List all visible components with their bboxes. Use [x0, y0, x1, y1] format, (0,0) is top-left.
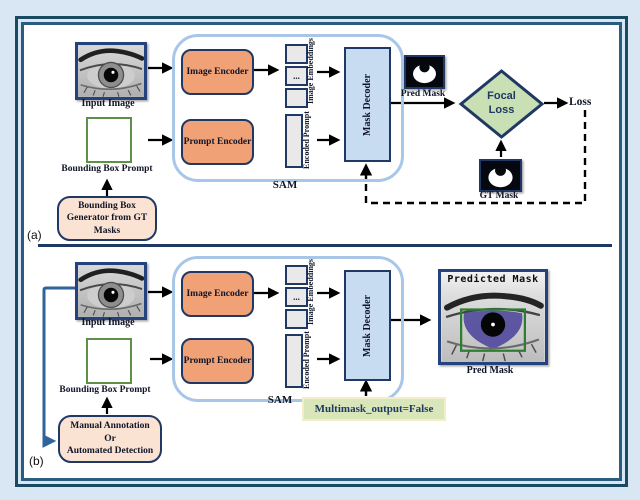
bounding-box-prompt-label-a: Bounding Box Prompt [61, 164, 153, 174]
embedding-cell [285, 44, 308, 64]
image-encoder-label-b: Image Encoder [186, 289, 249, 299]
multimask-output-box: Multimask_output=False [302, 397, 446, 421]
sam-label-b: SAM [267, 394, 293, 406]
image-embeddings-label-b: Image Embeddings [306, 258, 315, 325]
bbox-generator-line2: Generator from GT [66, 213, 148, 224]
embedding-cell-dots: ... [285, 66, 308, 86]
pred-mask-image-a [404, 55, 445, 89]
input-image-label-a: Input Image [81, 98, 135, 109]
gt-mask-image [479, 159, 522, 192]
input-image-label-b: Input Image [81, 317, 135, 328]
encoded-prompt-label-b: Encoded Prompt [302, 331, 311, 389]
bounding-box-prompt-b [86, 338, 132, 384]
focal-loss-diamond [458, 69, 545, 139]
manual-annotation-line3: Automated Detection [66, 446, 154, 457]
manual-annotation-box: Manual Annotation Or Automated Detection [58, 415, 162, 463]
panel-b-tag: (b) [29, 454, 44, 468]
focal-loss-line1: Focal [487, 90, 516, 103]
mask-decoder-b: Mask Decoder [344, 270, 391, 381]
encoded-prompt-box-a [285, 114, 303, 168]
embedding-cell [285, 309, 308, 329]
focal-loss-line2: Loss [488, 104, 515, 116]
image-embeddings-stack-a: ... [285, 44, 308, 108]
encoded-prompt-label-a: Encoded Prompt [302, 111, 311, 169]
focal-loss-text: Focal Loss [458, 76, 545, 132]
blue-input-to-manual-connector [42, 286, 75, 448]
eye-photo-graphic [78, 265, 144, 317]
bbox-generator-box: Bounding Box Generator from GT Masks [57, 196, 157, 241]
embedding-cell-dots: ... [285, 287, 308, 307]
input-image-b [75, 262, 147, 320]
image-encoder-label-a: Image Encoder [186, 67, 249, 77]
prompt-encoder-a: Prompt Encoder [181, 119, 254, 165]
sam-label-a: SAM [272, 179, 298, 191]
pred-mask-label-b: Pred Mask [466, 365, 514, 376]
predicted-mask-image: Predicted Mask [438, 269, 548, 365]
gt-mask-graphic [481, 161, 520, 190]
image-embeddings-stack-b: ... [285, 265, 308, 329]
bbox-generator-line1: Bounding Box [78, 200, 136, 211]
sam-container-b [172, 256, 404, 402]
prompt-encoder-b: Prompt Encoder [181, 338, 254, 384]
image-encoder-b: Image Encoder [181, 271, 254, 317]
manual-annotation-line2: Or [104, 433, 116, 444]
pred-mask-graphic [406, 58, 443, 86]
input-image-a [75, 42, 147, 100]
panel-a-tag: (a) [27, 228, 42, 242]
bbox-generator-line3: Masks [93, 225, 121, 236]
image-embeddings-label-a: Image Embeddings [306, 37, 315, 104]
dashed-loss-feedback-arrow [359, 110, 587, 205]
multimask-output-label: Multimask_output=False [314, 403, 434, 415]
eye-photo-graphic [78, 45, 144, 97]
bounding-box-prompt-a [86, 117, 132, 163]
mask-decoder-label-b: Mask Decoder [362, 294, 373, 357]
mask-decoder-a: Mask Decoder [344, 47, 391, 162]
embedding-cell [285, 88, 308, 108]
encoded-prompt-box-b [285, 334, 303, 388]
loss-label: Loss [569, 96, 592, 108]
prompt-encoder-label-a: Prompt Encoder [183, 137, 252, 147]
prompt-encoder-label-b: Prompt Encoder [183, 356, 252, 366]
mask-decoder-label-a: Mask Decoder [362, 73, 373, 136]
embedding-cell [285, 265, 308, 285]
predicted-mask-title: Predicted Mask [447, 274, 539, 285]
predicted-mask-graphic [441, 272, 545, 362]
panel-divider [38, 244, 612, 247]
bounding-box-prompt-label-b: Bounding Box Prompt [59, 385, 151, 395]
manual-annotation-line1: Manual Annotation [70, 421, 150, 432]
sam-container-a [172, 34, 404, 182]
gt-mask-label: GT Mask [479, 191, 519, 201]
image-encoder-a: Image Encoder [181, 49, 254, 95]
pred-mask-label-a: Pred Mask [400, 89, 446, 99]
